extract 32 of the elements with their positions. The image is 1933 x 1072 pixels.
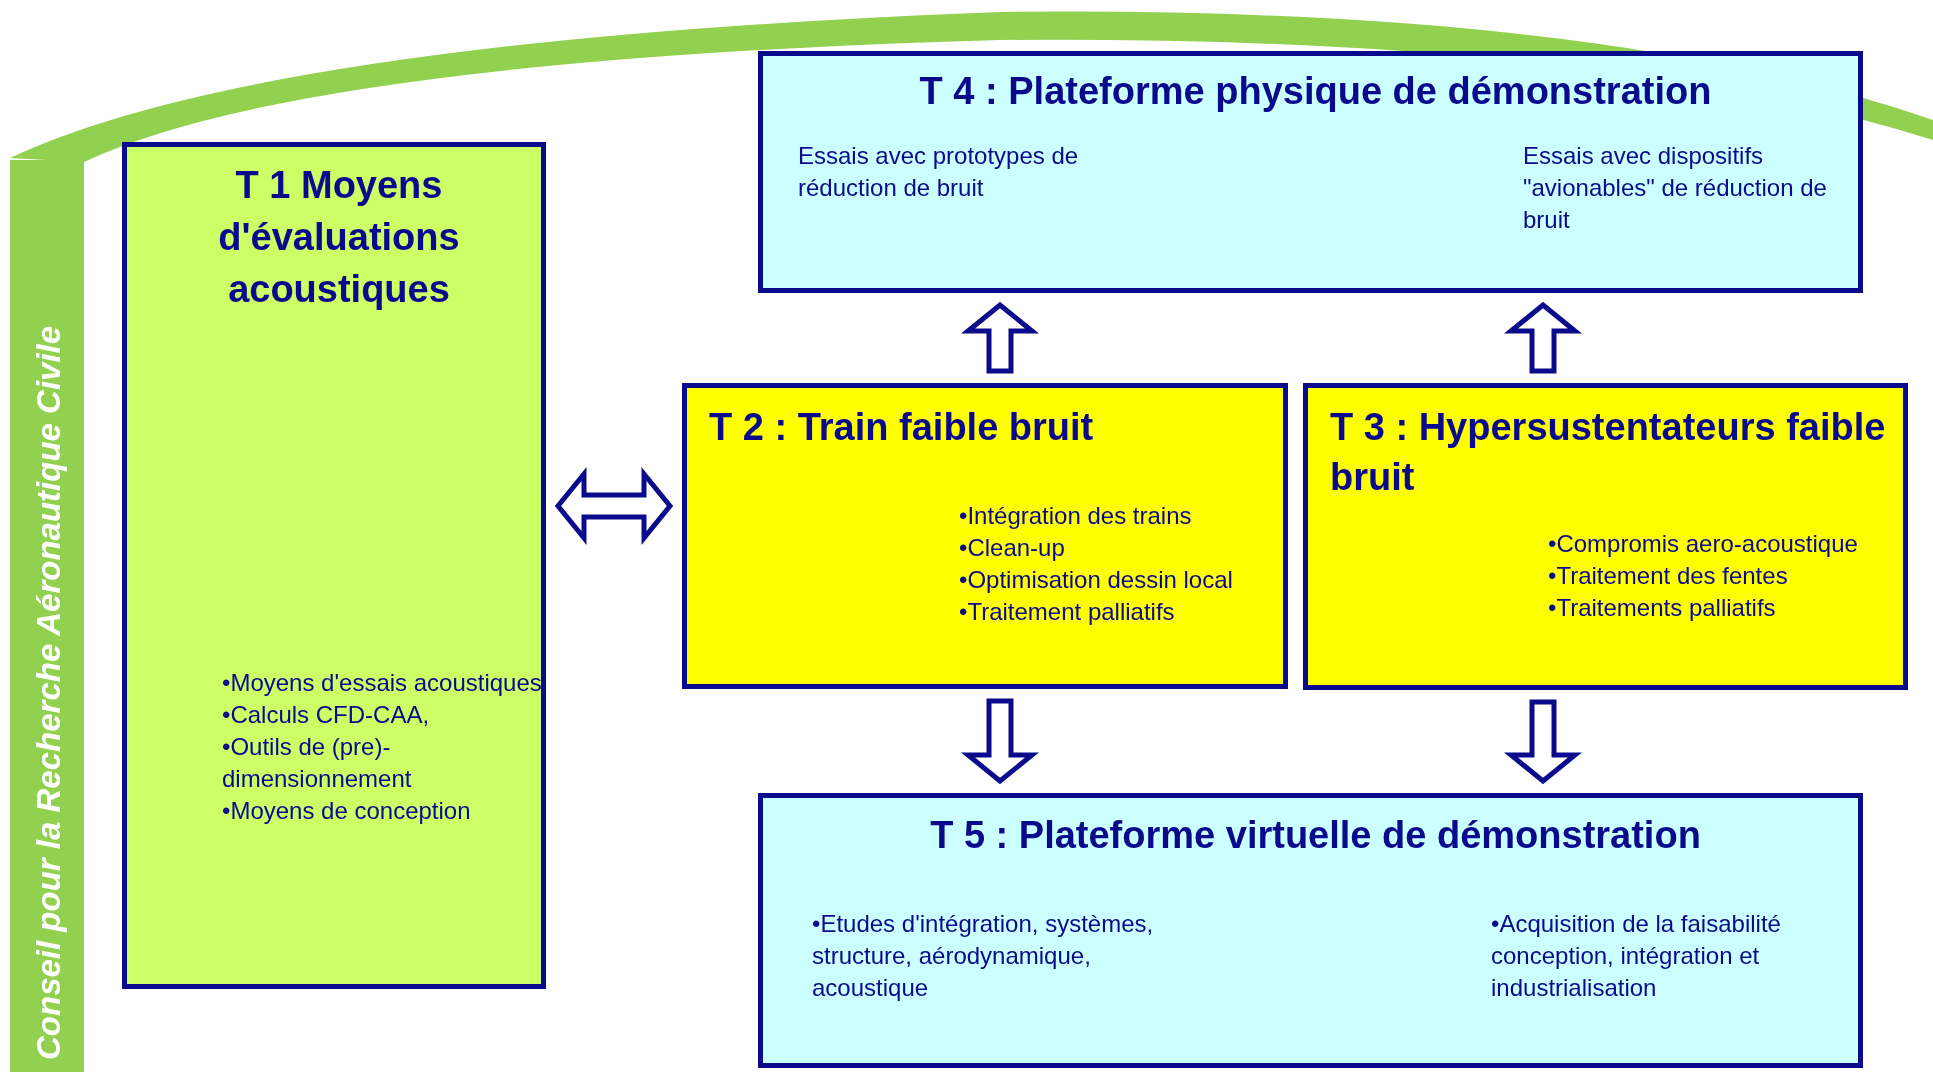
band-label: Conseil pour la Recherche Aéronautique Civile bbox=[30, 325, 68, 1060]
block-arrow bbox=[960, 698, 1040, 785]
box-title: T 2 : Train faible bruit bbox=[709, 405, 1095, 450]
bullet-item: •Compromis aero-acoustique bbox=[1548, 529, 1859, 559]
side-band bbox=[10, 160, 84, 1072]
box-title: T 5 : Plateforme virtuelle de démonstration bbox=[929, 813, 1702, 858]
task-box bbox=[1303, 383, 1908, 690]
box-title: T 4 : Plateforme physique de démonstration bbox=[918, 69, 1713, 114]
block-arrow bbox=[554, 466, 674, 546]
bullet-item: •Etudes d'intégration, systèmes, structure, aérodynamique, acoustique bbox=[812, 909, 1155, 1003]
task-box bbox=[682, 383, 1288, 689]
box-text: Essais avec dispositifs "avionables" de réduction de bruit bbox=[1523, 141, 1828, 235]
bullet-item: •Traitement des fentes bbox=[1548, 561, 1789, 591]
block-arrow bbox=[1503, 301, 1583, 374]
bullet-item: •Traitement palliatifs bbox=[959, 597, 1176, 627]
bullet-item: •Optimisation dessin local bbox=[959, 565, 1234, 595]
bullet-item: •Intégration des trains bbox=[959, 501, 1193, 531]
box-title: T 3 : Hypersustentateurs faible bruit bbox=[1330, 405, 1887, 500]
bullet-item: •Outils de (pre)-dimensionnement bbox=[222, 732, 413, 794]
box-title: T 1 Moyens d'évaluations acoustiques bbox=[217, 163, 461, 312]
task-box bbox=[758, 51, 1863, 293]
bullet-item: •Moyens de conception bbox=[222, 796, 472, 826]
bullet-item: •Moyens d'essais acoustiques bbox=[222, 668, 542, 698]
bullet-item: •Calculs CFD-CAA, bbox=[222, 700, 431, 730]
bullet-item: •Traitements palliatifs bbox=[1548, 593, 1777, 623]
block-arrow bbox=[1503, 699, 1583, 785]
bullet-item: •Clean-up bbox=[959, 533, 1066, 563]
task-box bbox=[122, 142, 546, 989]
box-text: Essais avec prototypes de réduction de bruit bbox=[798, 141, 1080, 203]
block-arrow bbox=[960, 301, 1040, 374]
task-box bbox=[758, 793, 1863, 1068]
bullet-item: •Acquisition de la faisabilité conception, intégration et industrialisation bbox=[1491, 909, 1782, 1003]
